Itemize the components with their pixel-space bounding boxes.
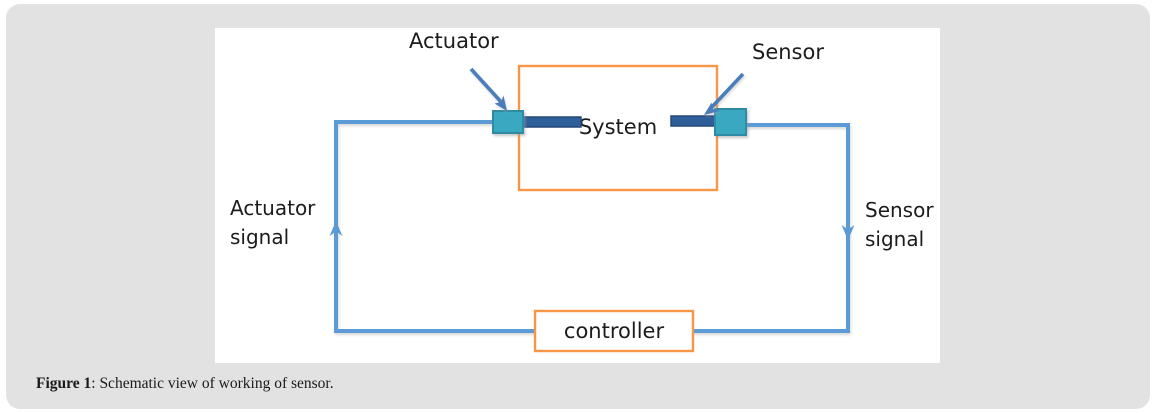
figure-caption: Figure 1: Schematic view of working of s… bbox=[36, 375, 1036, 393]
actuator-signal-label-line1: Actuator bbox=[230, 196, 316, 220]
sensor-callout-label: Sensor bbox=[752, 40, 824, 64]
sensor-callout: Sensor bbox=[704, 40, 824, 115]
figure-caption-number: Figure 1 bbox=[36, 375, 92, 392]
sensor-signal-arrowhead bbox=[841, 225, 855, 240]
controller-label: controller bbox=[564, 319, 665, 343]
sensor-callout-arrow-icon bbox=[704, 72, 745, 115]
figure-caption-separator: : bbox=[91, 375, 96, 392]
sensor-signal-label-line1: Sensor bbox=[865, 198, 934, 222]
controller-box[interactable] bbox=[533, 309, 695, 353]
actuator-signal-arrowhead bbox=[329, 221, 343, 236]
figure-panel: System Actuator bbox=[6, 4, 1150, 409]
sensor-rod bbox=[670, 115, 720, 127]
actuator-callout: Actuator bbox=[409, 29, 507, 111]
schematic-diagram: System Actuator bbox=[230, 29, 934, 353]
actuator-callout-label: Actuator bbox=[409, 29, 499, 53]
figure-caption-text: Schematic view of working of sensor. bbox=[95, 375, 334, 392]
actuator-callout-arrow-icon bbox=[469, 67, 507, 111]
actuator-device[interactable] bbox=[492, 110, 582, 134]
sensor-signal-label-line2: signal bbox=[865, 227, 924, 251]
sensor-signal-label: Sensor signal bbox=[865, 198, 934, 251]
actuator-block bbox=[492, 110, 524, 134]
system-label: System bbox=[579, 115, 657, 139]
actuator-rod bbox=[519, 116, 582, 128]
actuator-signal-label: Actuator signal bbox=[230, 196, 316, 249]
figure-image: System Actuator bbox=[215, 28, 940, 363]
sensor-block bbox=[714, 108, 747, 136]
sensor-device[interactable] bbox=[670, 108, 747, 136]
actuator-signal-label-line2: signal bbox=[230, 225, 289, 249]
